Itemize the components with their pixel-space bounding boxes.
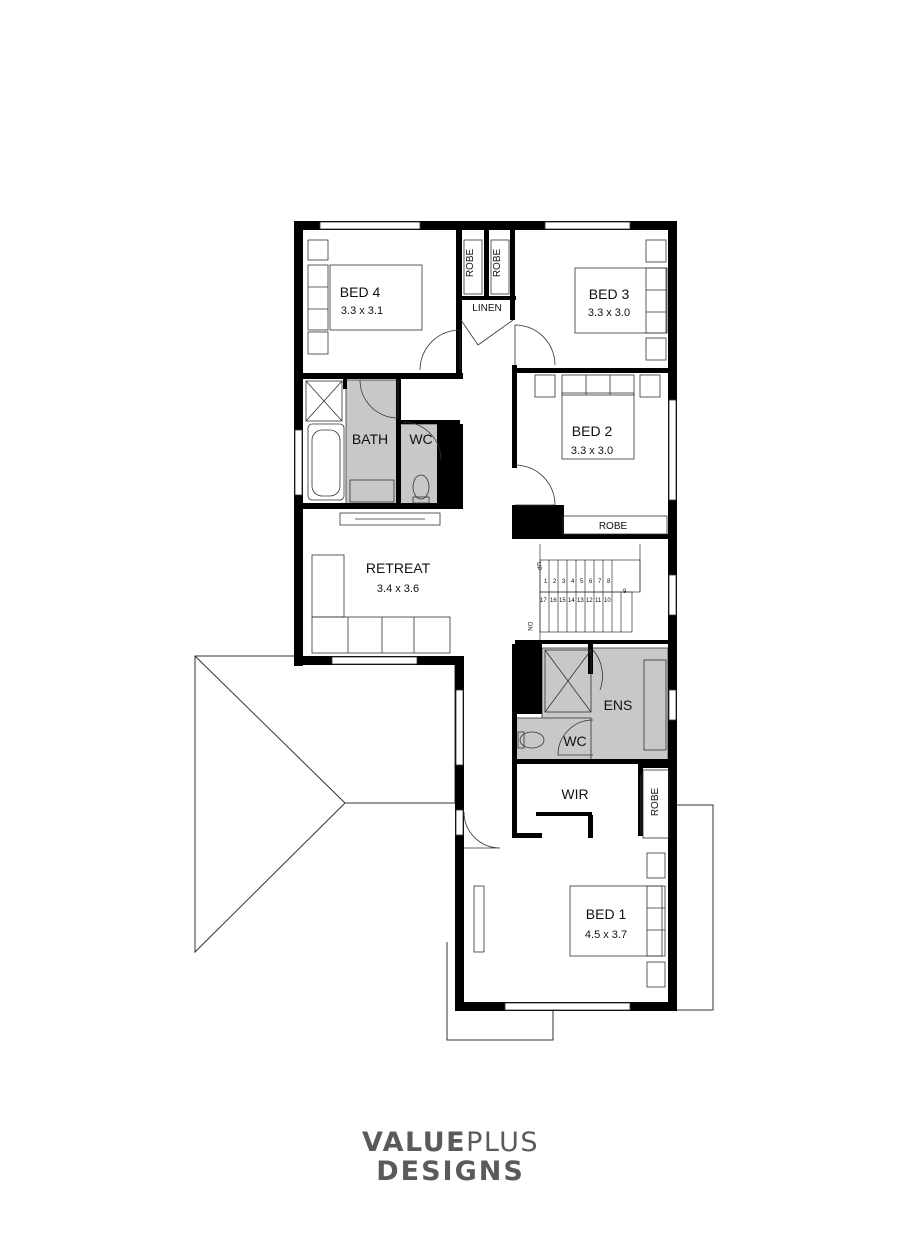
wet-areas — [345, 379, 669, 762]
logo-value: VALUE — [362, 1127, 467, 1158]
robe-bed1-name: ROBE — [650, 788, 661, 817]
robe-bed4-name: ROBE — [465, 249, 476, 278]
stair-up-label: UP — [535, 562, 541, 570]
stair-numbers: 1 2 3 4 5 6 7 8 9 17 16 15 14 13 12 11 1… — [526, 562, 627, 631]
step-3: 3 — [562, 579, 566, 585]
step-11: 11 — [595, 598, 602, 604]
bed4-size: 3.3 x 3.1 — [341, 305, 383, 317]
step-2: 2 — [553, 579, 557, 585]
staircase — [539, 544, 641, 640]
step-13: 13 — [577, 598, 584, 604]
robe-bed2-name: ROBE — [599, 521, 628, 532]
step-16: 16 — [550, 598, 557, 604]
robe-bed3-name: ROBE — [492, 249, 503, 278]
furniture — [305, 239, 670, 988]
bed2-size: 3.3 x 3.0 — [571, 445, 613, 457]
step-9: 9 — [623, 589, 627, 595]
step-12: 12 — [586, 598, 593, 604]
interior-walls — [303, 230, 672, 838]
porch-outline — [446, 942, 554, 1041]
roof-outline-right — [676, 804, 714, 1011]
bath-area — [345, 379, 399, 507]
step-4: 4 — [571, 579, 575, 585]
wc-main-name: WC — [409, 431, 432, 447]
logo-plus: PLUS — [466, 1127, 539, 1158]
stair-dn-label: DN — [526, 622, 532, 631]
bed3-size: 3.3 x 3.0 — [588, 307, 630, 319]
step-7: 7 — [598, 579, 602, 585]
linen-name: LINEN — [472, 303, 501, 314]
step-8: 8 — [607, 579, 611, 585]
ens-name: ENS — [604, 697, 633, 713]
bath-name: BATH — [352, 431, 388, 447]
step-14: 14 — [568, 598, 575, 604]
bed3-name: BED 3 — [589, 286, 630, 302]
step-6: 6 — [589, 579, 593, 585]
step-1: 1 — [544, 579, 548, 585]
step-17: 17 — [540, 598, 547, 604]
bed1-size: 4.5 x 3.7 — [585, 929, 627, 941]
logo-line-1: VALUEPLUS — [0, 1127, 901, 1158]
room-labels: BED 4 3.3 x 3.1 BED 3 3.3 x 3.0 BED 2 3.… — [340, 249, 661, 941]
retreat-name: RETREAT — [366, 560, 431, 576]
door-swings — [359, 319, 603, 849]
wir-name: WIR — [561, 786, 588, 802]
bed2-name: BED 2 — [572, 423, 613, 439]
step-5: 5 — [580, 579, 584, 585]
logo-line-2: DESIGNS — [376, 1156, 525, 1187]
retreat-size: 3.4 x 3.6 — [377, 583, 419, 595]
step-10: 10 — [604, 598, 611, 604]
bed1-name: BED 1 — [586, 906, 627, 922]
step-15: 15 — [559, 598, 566, 604]
windows — [294, 221, 677, 1011]
bed4-name: BED 4 — [340, 284, 381, 300]
wc-ens-name: WC — [563, 733, 586, 749]
roof-outline-left — [194, 655, 456, 954]
